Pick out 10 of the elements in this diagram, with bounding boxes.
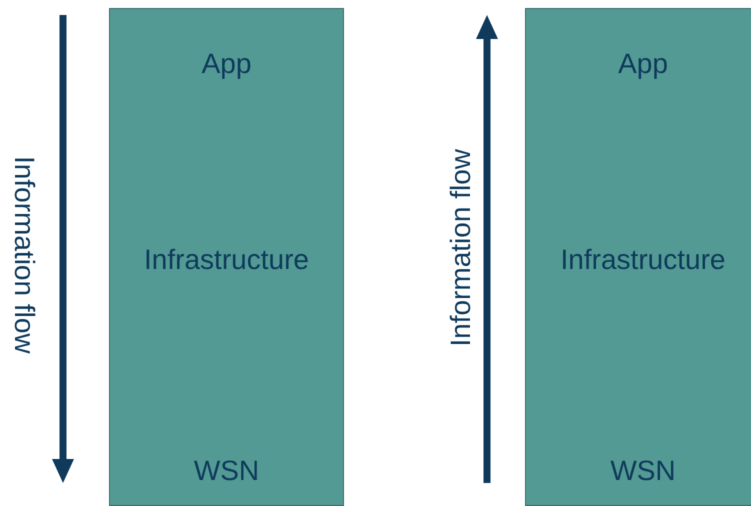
axis-label: Information flow bbox=[8, 156, 40, 354]
layer-label: WSN bbox=[194, 455, 260, 486]
layer-label: App bbox=[618, 48, 668, 79]
layer-label: WSN bbox=[610, 455, 676, 486]
layer-label: Infrastructure bbox=[560, 244, 726, 275]
axis-label: Information flow bbox=[445, 149, 477, 347]
layer-column bbox=[525, 8, 751, 506]
layer-column bbox=[109, 8, 344, 506]
layer-label: App bbox=[202, 48, 252, 79]
layer-label: Infrastructure bbox=[144, 244, 309, 275]
